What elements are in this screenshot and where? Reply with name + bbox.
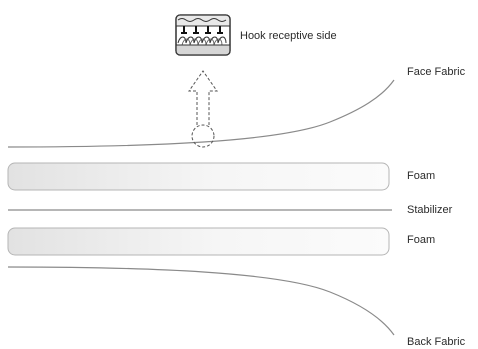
hook-loop-detail-icon bbox=[175, 14, 231, 56]
foam-top-label: Foam bbox=[407, 170, 436, 182]
foam-bottom-layer bbox=[7, 227, 390, 256]
hook-receptive-side-label: Hook receptive side bbox=[240, 30, 337, 42]
back-fabric-line bbox=[7, 266, 395, 336]
foam-bottom-label: Foam bbox=[407, 234, 436, 246]
back-fabric-label: Back Fabric bbox=[407, 336, 466, 348]
face-fabric-line bbox=[7, 79, 395, 148]
foam-top-layer bbox=[7, 162, 390, 191]
contact-point-circle bbox=[191, 124, 215, 148]
dashed-up-arrow-icon bbox=[188, 70, 218, 125]
stabilizer-label: Stabilizer bbox=[407, 204, 453, 216]
face-fabric-label: Face Fabric bbox=[407, 66, 466, 78]
